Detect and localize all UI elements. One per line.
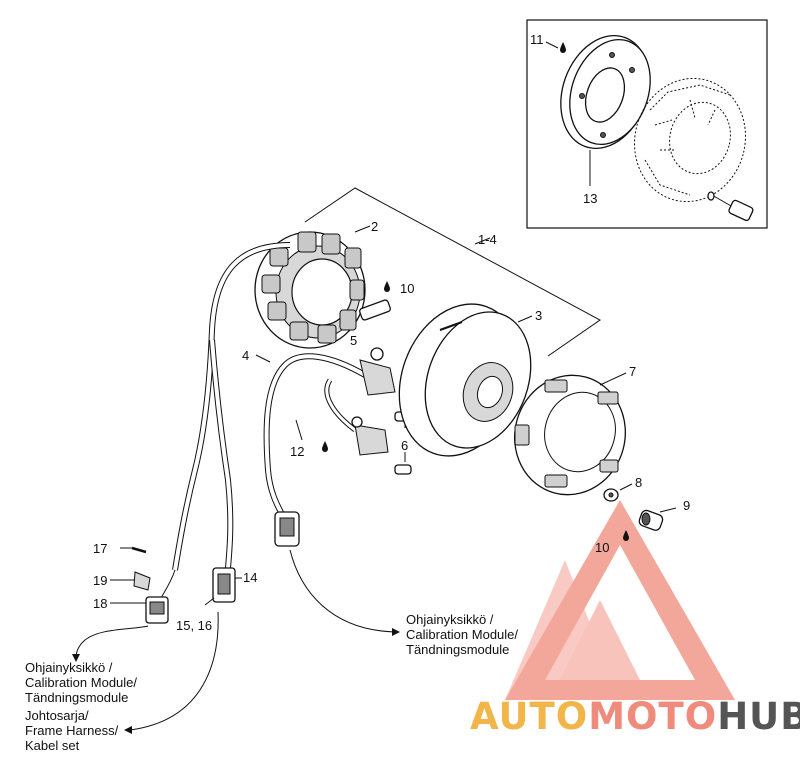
- label-13: 13: [583, 191, 597, 206]
- watermark-logo-mark: [505, 500, 735, 700]
- label-2: 2: [371, 219, 378, 234]
- bolt-9: [638, 509, 664, 531]
- label-9: 9: [683, 498, 690, 513]
- label-10-upper: 10: [400, 281, 414, 296]
- label-12: 12: [290, 444, 304, 459]
- assembly-bracket: [304, 187, 601, 357]
- pickup-coil-harness-4: [263, 353, 367, 547]
- label-17: 17: [93, 541, 107, 556]
- connector-14: [212, 567, 236, 603]
- oil-drop-icon: [384, 281, 390, 292]
- connector-18: [145, 596, 169, 624]
- washer-8: [603, 488, 619, 502]
- caption-frame-harness: Johtosarja/ Frame Harness/ Kabel set: [25, 708, 119, 753]
- label-10-lower: 10: [595, 540, 609, 555]
- ring-plate-13: [560, 34, 651, 150]
- dashed-rotor-outline: [634, 77, 746, 203]
- arrow-to-calibration-right: [289, 549, 396, 633]
- bolt-5: [359, 299, 391, 321]
- arrow-to-harness: [129, 611, 219, 731]
- label-1-4: 1-4: [478, 232, 497, 247]
- label-11: 11: [530, 32, 544, 47]
- part-17-tie: [131, 546, 147, 554]
- label-7: 7: [629, 364, 636, 379]
- oil-drop-icon: [623, 530, 629, 541]
- label-4: 4: [242, 348, 249, 363]
- inset-frame: [526, 19, 768, 229]
- label-15-16: 15, 16: [176, 618, 212, 633]
- flywheel-3: [398, 303, 532, 457]
- oil-drop-icon: [322, 441, 328, 452]
- label-19: 19: [93, 573, 107, 588]
- stator-wire-harness: [159, 242, 291, 601]
- watermark-logo-text: AUTOMOTOHUB: [470, 695, 800, 738]
- inset-bolt: [707, 191, 754, 222]
- caption-calibration-module-left: Ohjainyksikkö / Calibration Module/ Tänd…: [25, 660, 138, 705]
- pickup-sensor-lower: [351, 416, 389, 456]
- arrow-to-calibration-left: [75, 625, 149, 659]
- part-19-clip: [133, 571, 151, 591]
- label-14: 14: [243, 570, 257, 585]
- starter-ring-7: [514, 374, 626, 496]
- label-3: 3: [535, 308, 542, 323]
- pickup-sensor-upper: [359, 347, 396, 396]
- label-6: 6: [401, 438, 408, 453]
- label-8: 8: [635, 475, 642, 490]
- caption-calibration-module-right: Ohjainyksikkö / Calibration Module/ Tänd…: [406, 612, 519, 657]
- oil-drop-icon: [560, 42, 566, 53]
- screw-6-lower: [394, 464, 412, 475]
- label-18: 18: [93, 596, 107, 611]
- stator-2: [254, 231, 366, 349]
- label-5: 5: [350, 333, 357, 348]
